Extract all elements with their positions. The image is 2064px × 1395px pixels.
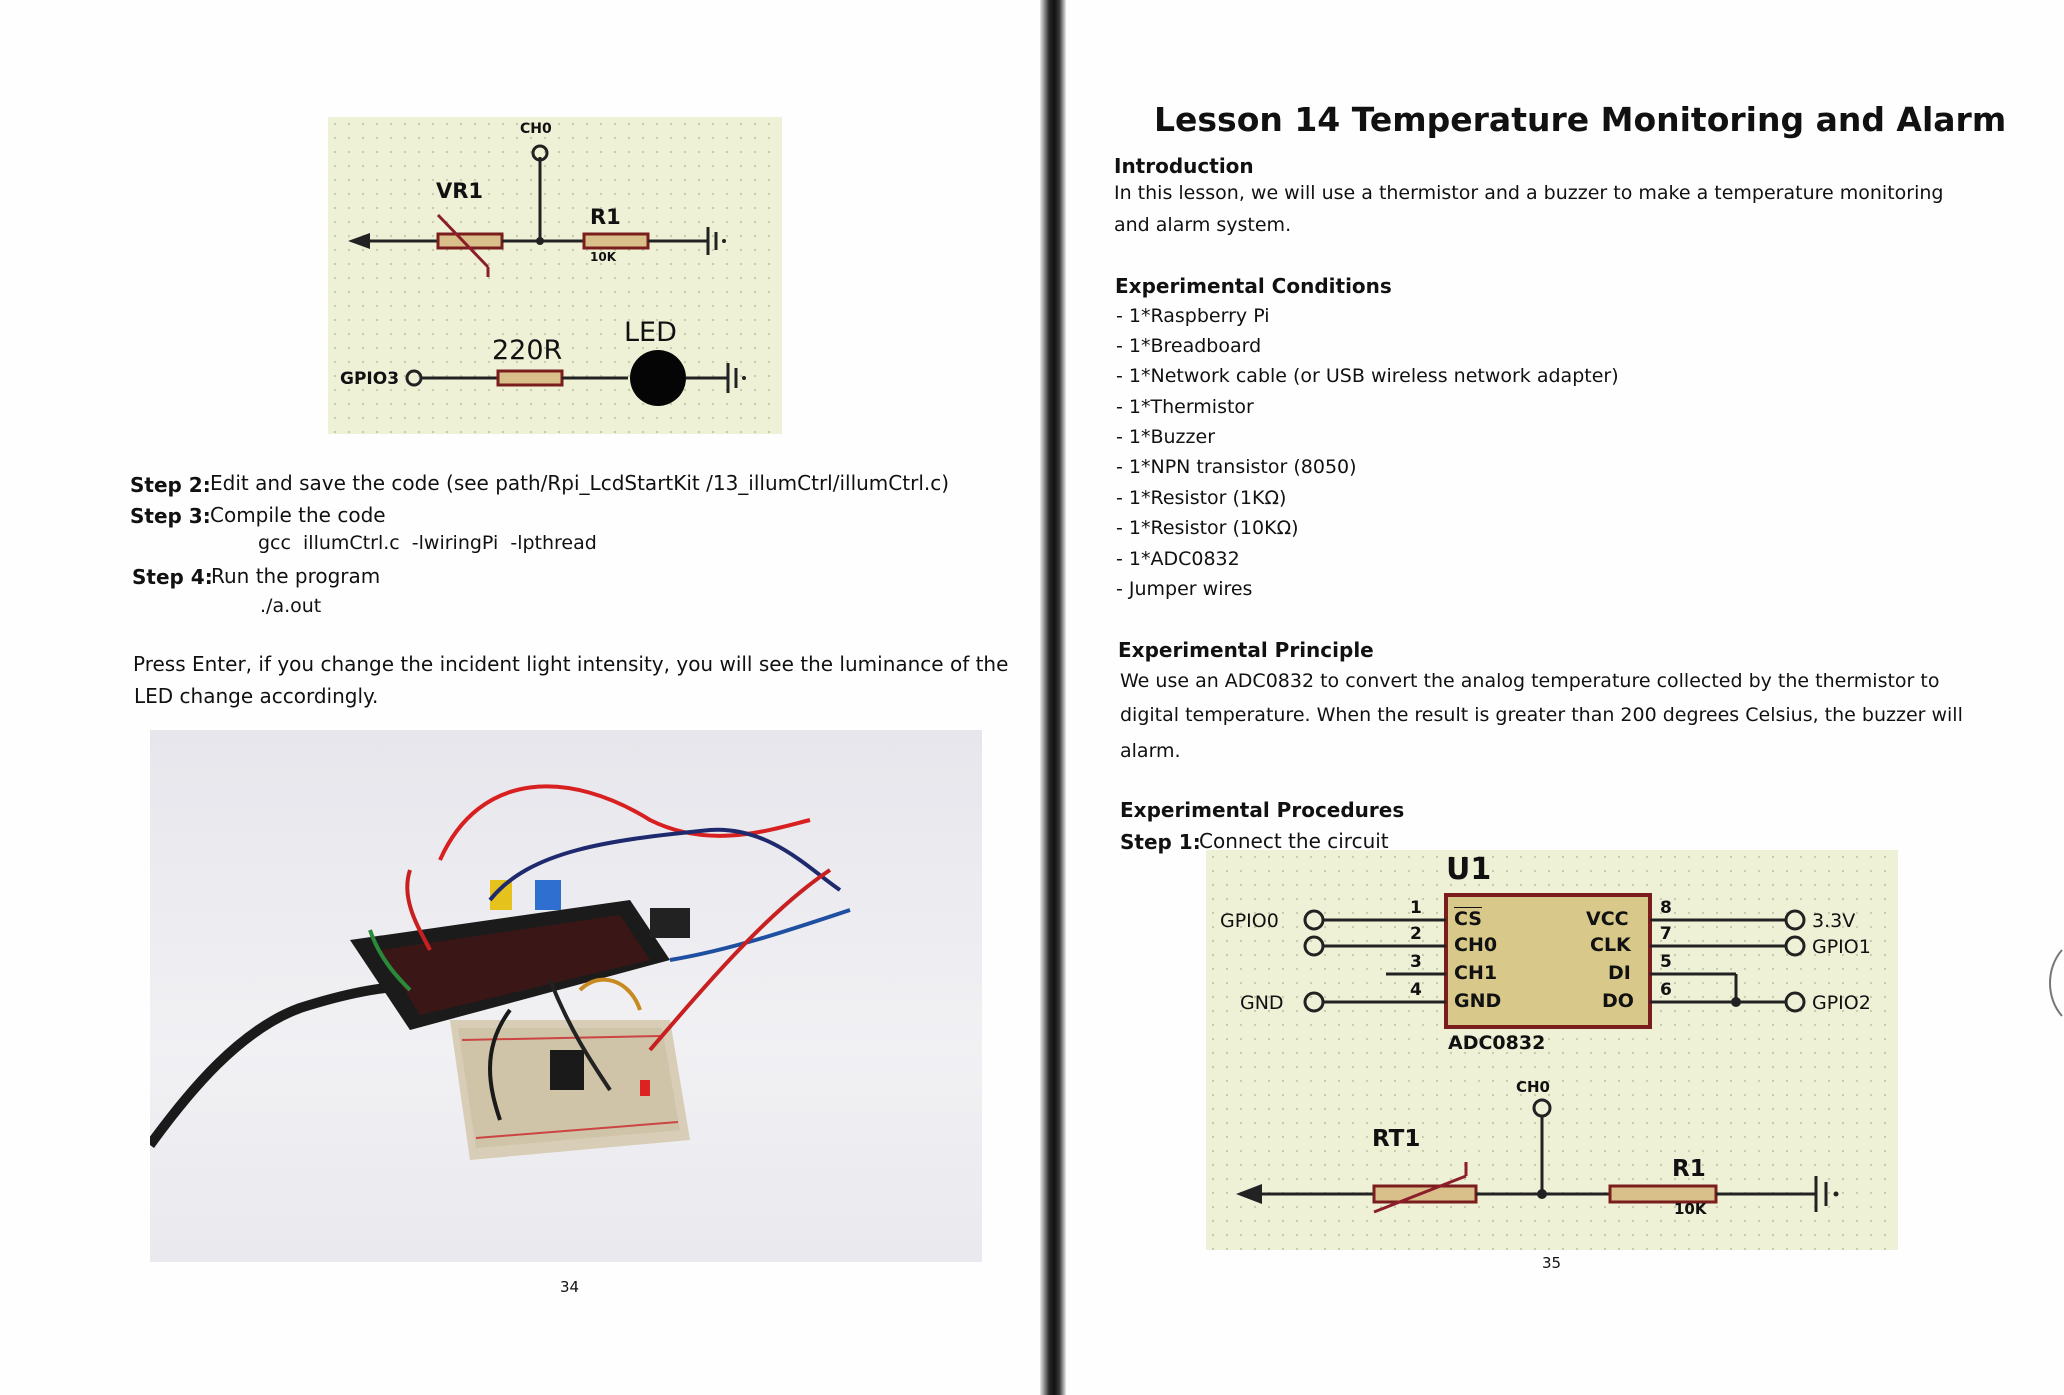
r220-label: 220R	[492, 335, 563, 366]
page-edge-mark	[2049, 949, 2063, 1017]
pin1-label: 1	[1410, 898, 1422, 918]
gpio0-terminal	[1303, 909, 1325, 931]
breadboard-photo-drawing	[150, 784, 851, 1160]
gpio1-terminal	[1784, 935, 1806, 957]
r1-value-label: 10K	[590, 250, 616, 264]
introduction-line1: In this lesson, we will use a thermistor…	[1114, 182, 1944, 204]
adc0832-schematic-drawing	[1236, 893, 1839, 1214]
gnd-terminal	[1303, 991, 1325, 1013]
list-item: - 1*Raspberry Pi	[1116, 305, 1270, 327]
step4-label: Step 4:	[132, 565, 213, 589]
left-page-number: 34	[560, 1278, 580, 1296]
conditions-heading: Experimental Conditions	[1115, 274, 1392, 298]
gpio2-label: GPIO2	[1812, 992, 1871, 1014]
gpio3-label: GPIO3	[340, 369, 400, 389]
step1-text: Connect the circuit	[1199, 829, 1389, 853]
vr1-resistor	[436, 232, 504, 250]
left-page: CH0 VR1 R1 10K GPIO3 220R LED Step 2: Ed…	[130, 117, 1009, 1296]
introduction-line2: and alarm system.	[1114, 214, 1292, 236]
vcc-pin-label: VCC	[1586, 908, 1629, 930]
r1-value-label: 10K	[1674, 1200, 1707, 1218]
right-page: Lesson 14 Temperature Monitoring and Ala…	[1066, 0, 2064, 1395]
ch0-probe-label: CH0	[1516, 1078, 1550, 1096]
rt1-label: RT1	[1372, 1126, 1421, 1152]
pin3-label: 3	[1410, 952, 1422, 972]
compile-command: gcc illumCtrl.c -lwiringPi -lpthread	[258, 532, 597, 554]
list-item: - 1*Network cable (or USB wireless netwo…	[1116, 365, 1619, 387]
r1-label: R1	[590, 205, 621, 229]
run-command: ./a.out	[260, 595, 322, 617]
step2-text: Edit and save the code (see path/Rpi_Lcd…	[210, 471, 950, 495]
chip-name-label: ADC0832	[1448, 1032, 1546, 1054]
gnd-label: GND	[1240, 992, 1284, 1014]
procedures-heading: Experimental Procedures	[1120, 798, 1405, 822]
pin2-label: 2	[1410, 924, 1422, 944]
list-item: - 1*Breadboard	[1116, 335, 1262, 357]
lesson-title: Lesson 14 Temperature Monitoring and Ala…	[1154, 100, 2007, 139]
arrow-ground-icon	[348, 233, 370, 249]
cs-pin-label: CS	[1454, 908, 1482, 930]
pin4-label: 4	[1410, 980, 1422, 1000]
do-pin-label: DO	[1602, 990, 1634, 1012]
v33-terminal	[1784, 909, 1806, 931]
list-item: - 1*Thermistor	[1116, 396, 1254, 418]
list-item: - 1*Buzzer	[1116, 426, 1216, 448]
step4-text: Run the program	[211, 564, 381, 588]
di-pin-label: DI	[1608, 962, 1631, 984]
step1-label: Step 1:	[1120, 830, 1201, 854]
pin7-label: 7	[1660, 924, 1672, 944]
book-gutter	[1040, 0, 1066, 1395]
list-item: - 1*NPN transistor (8050)	[1116, 456, 1357, 478]
step3-label: Step 3:	[130, 504, 211, 528]
led-label: LED	[624, 317, 677, 348]
ch0-probe-terminal	[1532, 1098, 1552, 1118]
list-item: - Jumper wires	[1116, 578, 1253, 600]
v33-label: 3.3V	[1812, 910, 1856, 932]
clk-pin-label: CLK	[1590, 934, 1631, 956]
ch1-pin-label: CH1	[1454, 962, 1498, 984]
adc0832-chip	[1444, 893, 1652, 1029]
ch0-terminal	[531, 144, 549, 162]
ch0-label: CH0	[520, 121, 552, 137]
rt1-thermistor	[1372, 1184, 1478, 1204]
introduction-heading: Introduction	[1114, 154, 1254, 178]
step2-label: Step 2:	[130, 473, 211, 497]
list-item: - 1*ADC0832	[1116, 548, 1240, 570]
principle-line2: digital temperature. When the result is …	[1120, 704, 1963, 726]
list-item: - 1*Resistor (10KΩ)	[1116, 517, 1299, 539]
result-paragraph-line2: LED change accordingly.	[134, 684, 379, 708]
pin6-label: 6	[1660, 980, 1672, 1000]
r1-label: R1	[1672, 1156, 1706, 1182]
breadboard-circuit-photo	[150, 730, 982, 1262]
light-sensor-schematic-drawing	[348, 144, 746, 406]
right-page-number: 35	[1542, 1254, 1562, 1272]
principle-line1: We use an ADC0832 to convert the analog …	[1120, 670, 1940, 692]
gpio0-label: GPIO0	[1220, 910, 1279, 932]
principle-heading: Experimental Principle	[1118, 638, 1374, 662]
result-paragraph-line1: Press Enter, if you change the incident …	[133, 652, 1009, 676]
r1-resistor	[582, 232, 650, 250]
ch0-pin-label: CH0	[1454, 934, 1498, 956]
list-item: - 1*Resistor (1KΩ)	[1116, 487, 1287, 509]
arrow-ground-icon	[1236, 1184, 1262, 1204]
led-icon	[630, 350, 686, 406]
pin8-label: 8	[1660, 898, 1672, 918]
u1-label: U1	[1446, 852, 1492, 887]
pin5-label: 5	[1660, 952, 1672, 972]
gpio1-label: GPIO1	[1812, 936, 1871, 958]
principle-line3: alarm.	[1120, 740, 1181, 762]
gnd-pin-label: GND	[1454, 990, 1502, 1012]
step3-text: Compile the code	[210, 503, 386, 527]
gpio2-terminal	[1784, 991, 1806, 1013]
gpio3-terminal	[405, 369, 423, 387]
r220-resistor	[496, 369, 564, 387]
adc0832-schematic: U1 GPIO0 GND 1 2 3 4 CS CH0 CH1 GND VCC …	[1206, 850, 1898, 1250]
light-sensor-schematic: CH0 VR1 R1 10K GPIO3 220R LED	[328, 117, 782, 434]
vr1-label: VR1	[436, 179, 484, 203]
